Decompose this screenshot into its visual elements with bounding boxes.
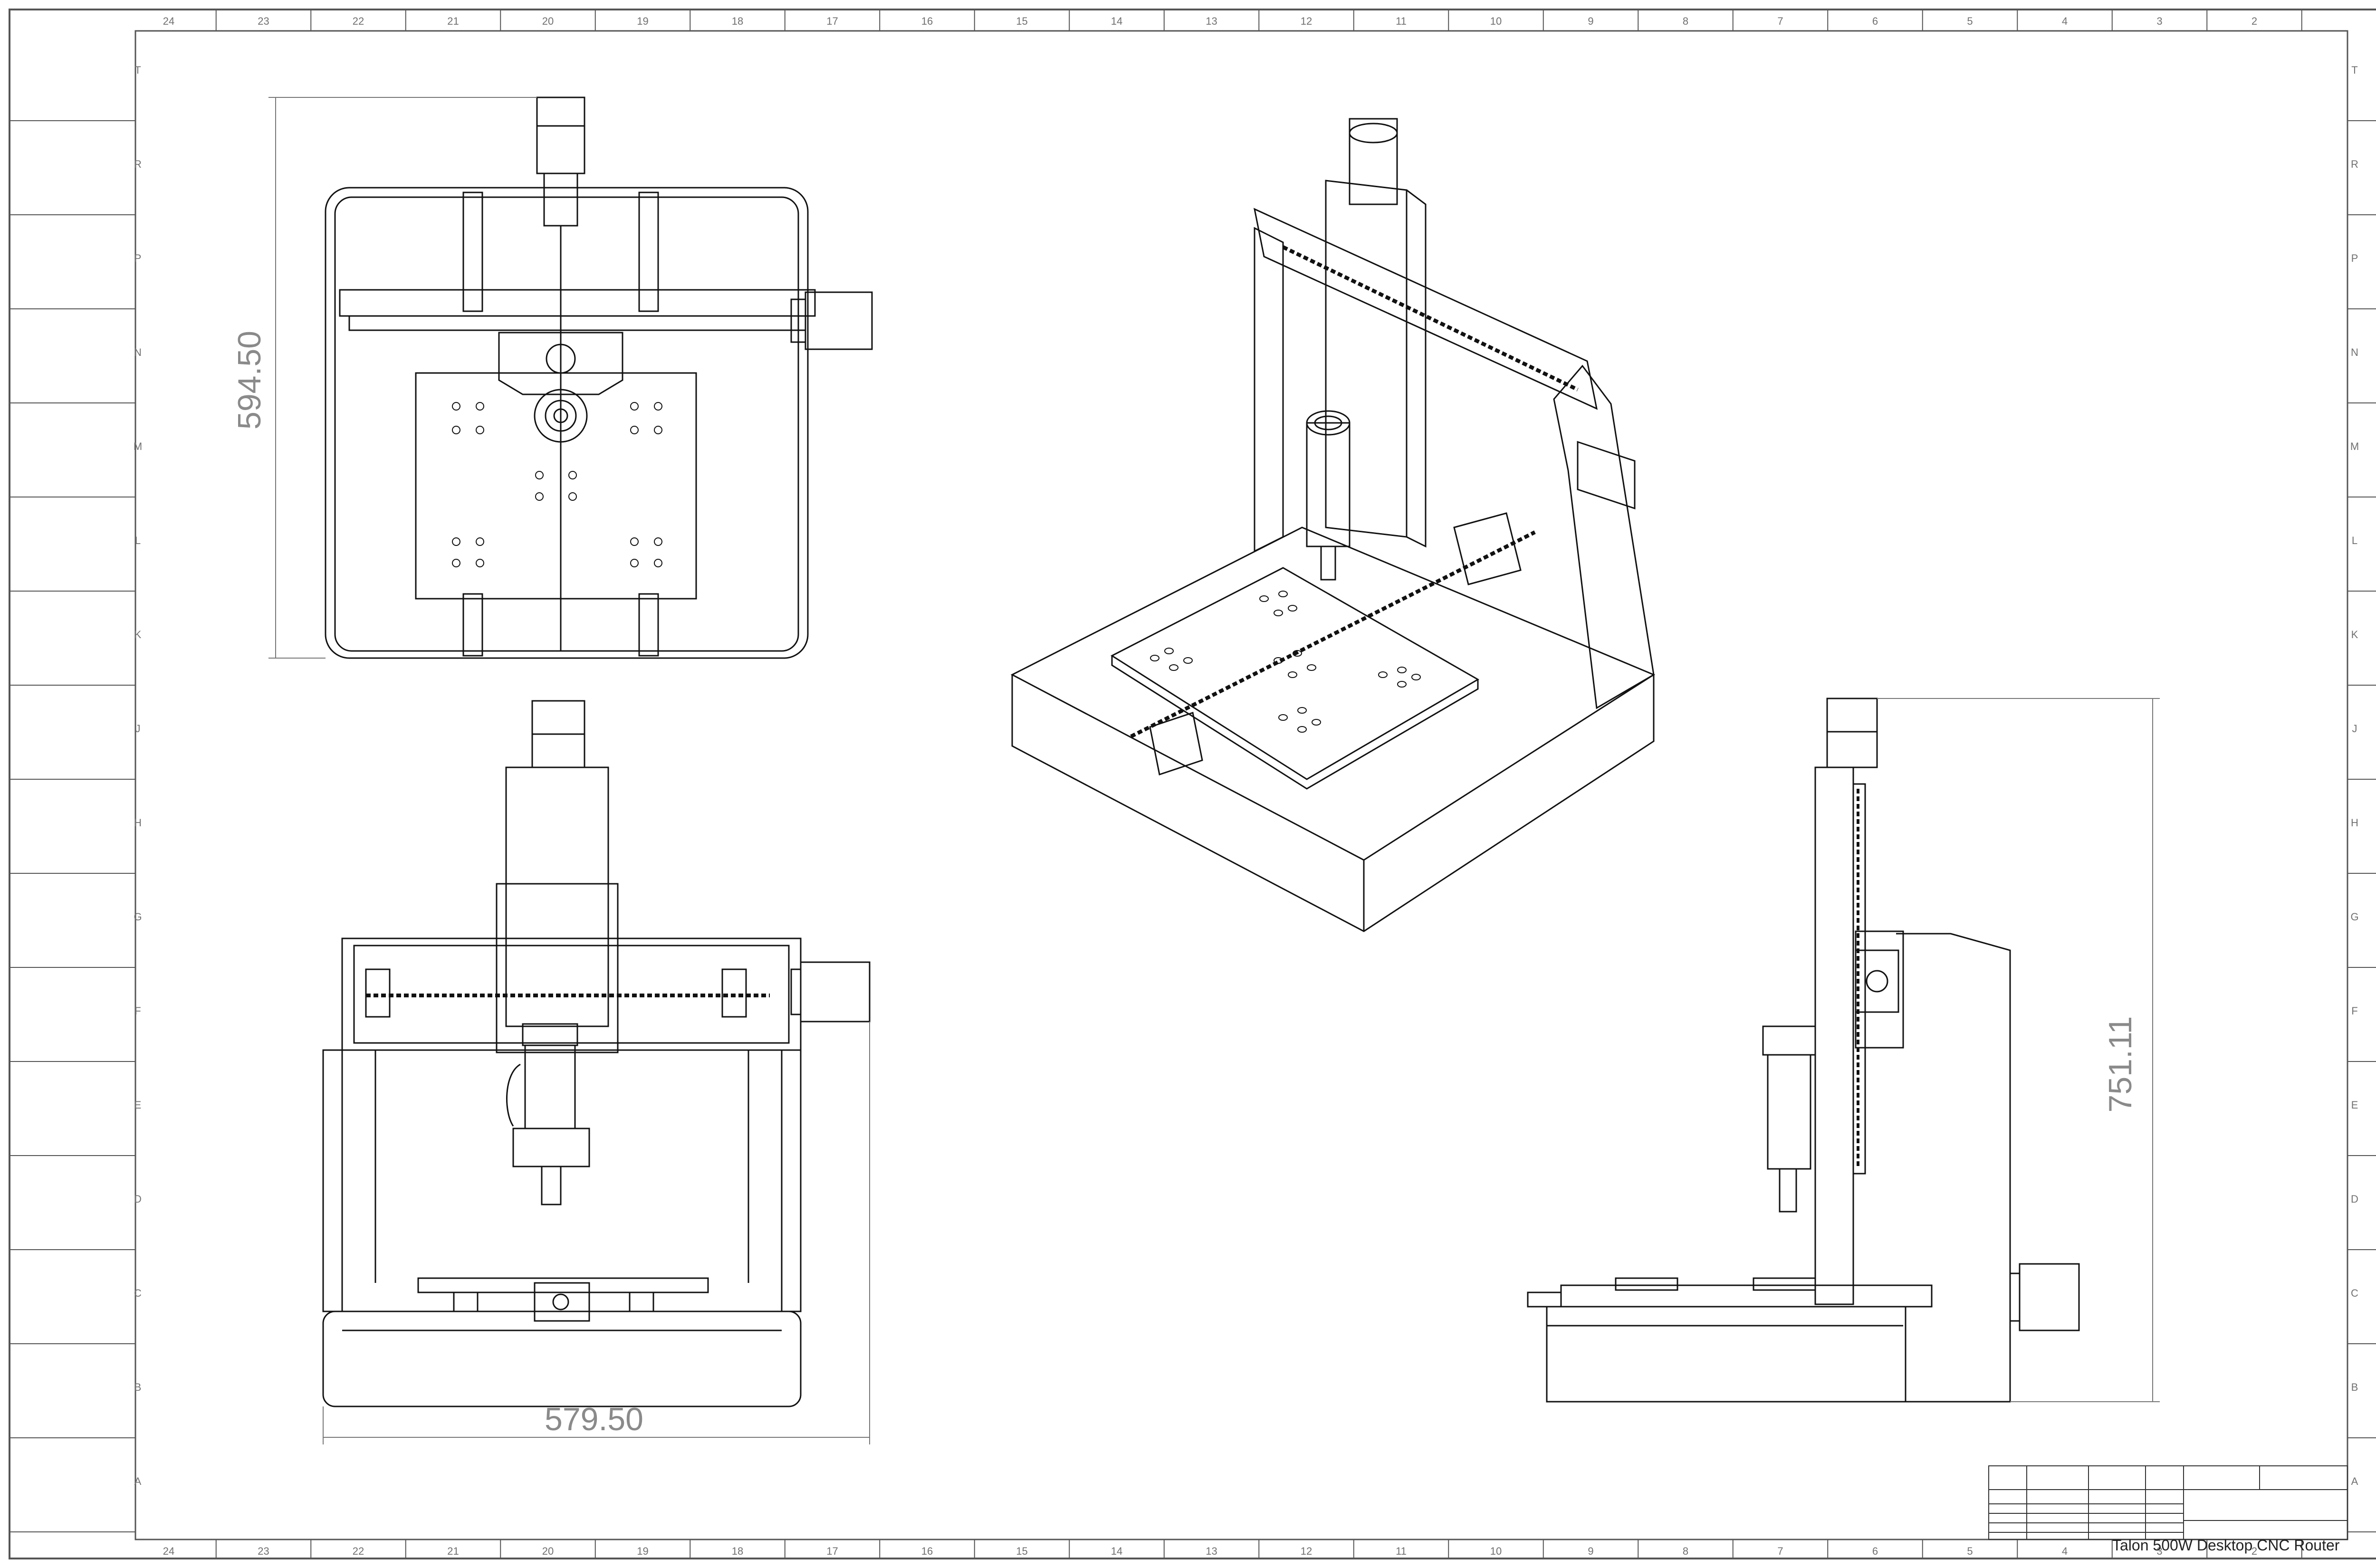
zone-label-right: P xyxy=(2351,252,2358,264)
zone-label-left: C xyxy=(134,1287,142,1299)
zone-label-bottom: 22 xyxy=(353,1545,364,1557)
zone-label-top: 10 xyxy=(1490,15,1502,27)
zone-label-right: E xyxy=(2351,1099,2358,1111)
zone-label-bottom: 20 xyxy=(542,1545,554,1557)
zone-label-bottom: 21 xyxy=(447,1545,459,1557)
zone-label-right: B xyxy=(2351,1381,2358,1393)
zone-label-left: K xyxy=(134,629,142,641)
zone-label-right: K xyxy=(2351,629,2358,641)
zone-label-right: F xyxy=(2351,1005,2357,1017)
zone-label-right: M xyxy=(2350,440,2359,452)
zone-label-bottom: 18 xyxy=(732,1545,743,1557)
zone-label-top: 20 xyxy=(542,15,554,27)
zone-label-left: L xyxy=(135,535,141,546)
zone-label-bottom: 13 xyxy=(1206,1545,1217,1557)
zone-label-right: H xyxy=(2351,817,2358,829)
outer-frame xyxy=(9,9,2376,1559)
zone-label-top: 7 xyxy=(1777,15,1783,27)
zone-label-top: 13 xyxy=(1206,15,1217,27)
zone-label-left: J xyxy=(135,723,141,735)
zone-label-bottom: 17 xyxy=(826,1545,838,1557)
zone-label-left: G xyxy=(134,911,142,923)
zone-labels-top: 24 23 22 21 20 19 18 17 16 15 14 13 12 11 10 9 8 7 6 5 4 3 2 xyxy=(163,10,2302,31)
zone-label-top: 12 xyxy=(1301,15,1312,27)
zone-label-top: 24 xyxy=(163,15,174,27)
zone-label-top: 19 xyxy=(637,15,648,27)
zone-label-bottom: 3 xyxy=(2156,1545,2162,1557)
isometric-view xyxy=(1010,118,1656,932)
zone-label-top: 21 xyxy=(447,15,459,27)
zone-label-bottom: 15 xyxy=(1016,1545,1027,1557)
zone-label-bottom: 8 xyxy=(1683,1545,1688,1557)
zone-label-top: 16 xyxy=(921,15,933,27)
side-view-dimension xyxy=(1877,698,2160,1402)
zone-label-bottom: 24 xyxy=(163,1545,174,1557)
zone-label-right: C xyxy=(2351,1287,2358,1299)
zone-label-right: L xyxy=(2352,535,2357,546)
title-block xyxy=(1988,1465,2348,1540)
zone-label-top: 17 xyxy=(826,15,838,27)
front-view-dimension xyxy=(323,1022,870,1444)
top-view-dimension xyxy=(268,97,537,659)
zone-label-right: J xyxy=(2352,723,2357,735)
front-view xyxy=(322,700,871,1407)
zone-label-bottom: 6 xyxy=(1872,1545,1878,1557)
zone-label-bottom: 11 xyxy=(1396,1545,1407,1557)
zone-label-left: H xyxy=(134,817,142,829)
zone-label-bottom: 9 xyxy=(1588,1545,1593,1557)
zone-label-left: E xyxy=(134,1099,142,1111)
zone-label-left: M xyxy=(134,440,142,452)
top-view xyxy=(325,96,873,659)
zone-label-right: R xyxy=(2351,158,2358,170)
zone-labels-right: T R P N M L K J H G F E D C B A xyxy=(2347,64,2376,1532)
zone-label-top: 11 xyxy=(1396,15,1407,27)
zone-label-top: 22 xyxy=(353,15,364,27)
zone-label-top: 6 xyxy=(1872,15,1878,27)
zone-label-bottom: 12 xyxy=(1301,1545,1312,1557)
zone-label-right: T xyxy=(2351,64,2357,76)
dimension-side-view-height: 751.11 xyxy=(2102,1016,2138,1113)
zone-label-bottom: 5 xyxy=(1967,1545,1973,1557)
zone-label-top: 3 xyxy=(2156,15,2162,27)
zone-label-left: D xyxy=(134,1193,142,1205)
zone-label-bottom: 23 xyxy=(258,1545,269,1557)
zone-label-left: A xyxy=(134,1475,142,1487)
zone-label-left: F xyxy=(134,1005,141,1017)
zone-label-bottom: 16 xyxy=(921,1545,933,1557)
zone-label-left: B xyxy=(134,1381,142,1393)
zone-label-top: 5 xyxy=(1967,15,1973,27)
zone-label-right: D xyxy=(2351,1193,2358,1205)
zone-label-top: 15 xyxy=(1016,15,1027,27)
zone-label-right: A xyxy=(2351,1475,2358,1487)
zone-label-top: 18 xyxy=(732,15,743,27)
zone-label-top: 14 xyxy=(1111,15,1122,27)
zone-label-bottom: 10 xyxy=(1490,1545,1502,1557)
zone-labels-bottom: 24 23 22 21 20 19 18 17 16 15 14 13 12 11 10 9 8 7 6 5 4 3 2 xyxy=(163,1539,2302,1558)
zone-label-top: 8 xyxy=(1683,15,1688,27)
zone-label-top: 9 xyxy=(1588,15,1593,27)
zone-label-bottom: 7 xyxy=(1777,1545,1783,1557)
zone-label-bottom: 14 xyxy=(1111,1545,1122,1557)
zone-label-top: 23 xyxy=(258,15,269,27)
inner-frame xyxy=(134,30,2348,1540)
zone-label-bottom: 2 xyxy=(2251,1545,2257,1557)
zone-label-top: 4 xyxy=(2062,15,2068,27)
zone-label-left: R xyxy=(134,158,142,170)
zone-label-right: N xyxy=(2351,346,2358,358)
zone-label-right: G xyxy=(2350,911,2358,923)
zone-label-bottom: 4 xyxy=(2062,1545,2068,1557)
dimension-top-view-height: 594.50 xyxy=(231,331,268,430)
side-view xyxy=(1527,698,2080,1403)
dimension-front-view-width: 579.50 xyxy=(545,1401,643,1437)
zone-label-left: P xyxy=(134,252,142,264)
zone-label-left: N xyxy=(134,346,142,358)
zone-labels-left: T R P N M L K J H G F E D C B A xyxy=(10,64,142,1532)
zone-label-left: T xyxy=(134,64,141,76)
drawing-title: Talon 500W Desktop CNC Router xyxy=(2112,1537,2340,1554)
zone-label-bottom: 19 xyxy=(637,1545,648,1557)
zone-label-top: 2 xyxy=(2251,15,2257,27)
